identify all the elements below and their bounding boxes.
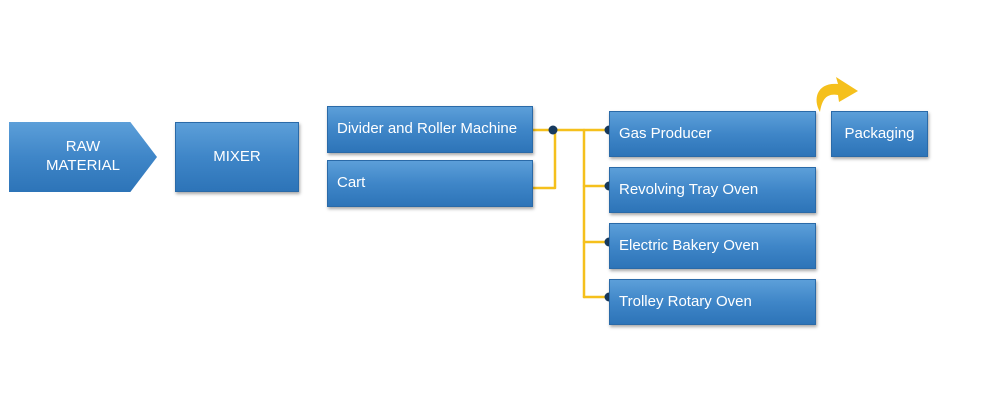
gas-producer-box: Gas Producer — [609, 111, 816, 157]
revolving-tray-oven-label: Revolving Tray Oven — [619, 180, 759, 198]
packaging-label: Packaging — [844, 124, 915, 142]
gas-producer-label: Gas Producer — [619, 124, 712, 142]
cart-label: Cart — [337, 174, 366, 192]
trolley-rotary-oven-box: Trolley Rotary Oven — [609, 279, 816, 325]
revolving-tray-oven-box: Revolving Tray Oven — [609, 167, 816, 213]
curved-arrow-icon — [816, 77, 858, 112]
packaging-box: Packaging — [831, 111, 928, 157]
electric-bakery-oven-box: Electric Bakery Oven — [609, 223, 816, 269]
electric-bakery-oven-label: Electric Bakery Oven — [619, 236, 760, 254]
raw-material-label: RAW MATERIAL — [46, 138, 120, 174]
raw-material-box: RAW MATERIAL — [9, 122, 157, 192]
divider-roller-machine-box: Divider and Roller Machine — [327, 106, 533, 153]
connector-cart — [531, 128, 557, 190]
mixer-box: MIXER — [175, 122, 299, 192]
divider-roller-machine-label: Divider and Roller Machine — [337, 120, 518, 138]
cart-box: Cart — [327, 160, 533, 207]
mixer-label: MIXER — [213, 147, 261, 165]
trolley-rotary-oven-label: Trolley Rotary Oven — [619, 292, 752, 310]
junction-dot-divider — [548, 125, 558, 135]
